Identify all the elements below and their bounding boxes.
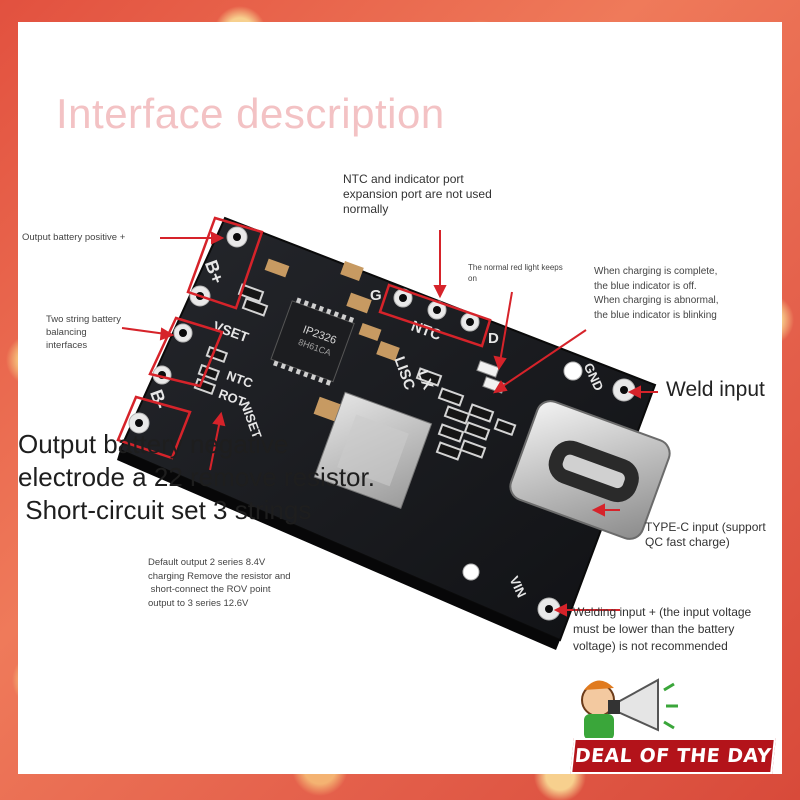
typec-line-1: TYPE-C input (support: [645, 520, 766, 534]
ntc-line-2: expansion port are not used: [343, 187, 492, 201]
label-output-battery-negative: Output battery negative electrode a 22 r…: [18, 428, 375, 527]
negative-line-3: Short-circuit set 3 strings: [18, 495, 312, 525]
deal-of-the-day-badge[interactable]: DEAL OF THE DAY: [570, 738, 776, 774]
label-ntc-port: NTC and indicator port expansion port ar…: [343, 172, 492, 217]
label-red-light: The normal red light keeps on: [468, 262, 563, 284]
label-output-battery-positive: Output battery positive +: [22, 232, 126, 243]
label-welding-input: Welding input + (the input voltage must …: [573, 604, 751, 655]
label-typec-input: TYPE-C input (support QC fast charge): [645, 520, 766, 550]
ntc-line-3: normally: [343, 202, 389, 216]
label-default-output: Default output 2 series 8.4V charging Re…: [148, 556, 291, 610]
default-line-3: short-connect the ROV point: [148, 584, 271, 595]
ntc-line-1: NTC and indicator port: [343, 172, 464, 186]
balancing-line-1: Two string battery: [46, 314, 121, 325]
negative-line-2: electrode a 22 remove resistor.: [18, 462, 375, 492]
welding-line-1: Welding input + (the input voltage: [573, 605, 752, 619]
default-line-2: charging Remove the resistor and: [148, 570, 291, 582]
balancing-line-2: balancing: [46, 327, 87, 338]
welding-line-3: voltage) is not recommended: [573, 639, 728, 653]
typec-line-2: QC fast charge): [645, 535, 730, 549]
blue-line-1: When charging is complete,: [594, 266, 718, 277]
label-weld-input: Weld input: [666, 378, 765, 401]
balancing-line-3: interfaces: [46, 340, 88, 351]
blue-line-4: the blue indicator is blinking: [594, 309, 717, 321]
default-line-1: Default output 2 series 8.4V: [148, 557, 266, 568]
page-title: Interface description: [56, 90, 445, 137]
negative-line-1: Output battery negative: [18, 429, 289, 459]
red-light-line-2: on: [468, 274, 477, 283]
red-light-line-1: The normal red light keeps: [468, 263, 563, 272]
label-blue-indicator: When charging is complete, the blue indi…: [594, 265, 719, 323]
welding-line-2: must be lower than the battery: [573, 622, 735, 636]
default-line-4: output to 3 series 12.6V: [148, 597, 249, 609]
blue-line-2: the blue indicator is off.: [594, 280, 697, 292]
label-balancing-interfaces: Two string battery balancing interfaces: [46, 313, 121, 352]
blue-line-3: When charging is abnormal,: [594, 295, 719, 306]
